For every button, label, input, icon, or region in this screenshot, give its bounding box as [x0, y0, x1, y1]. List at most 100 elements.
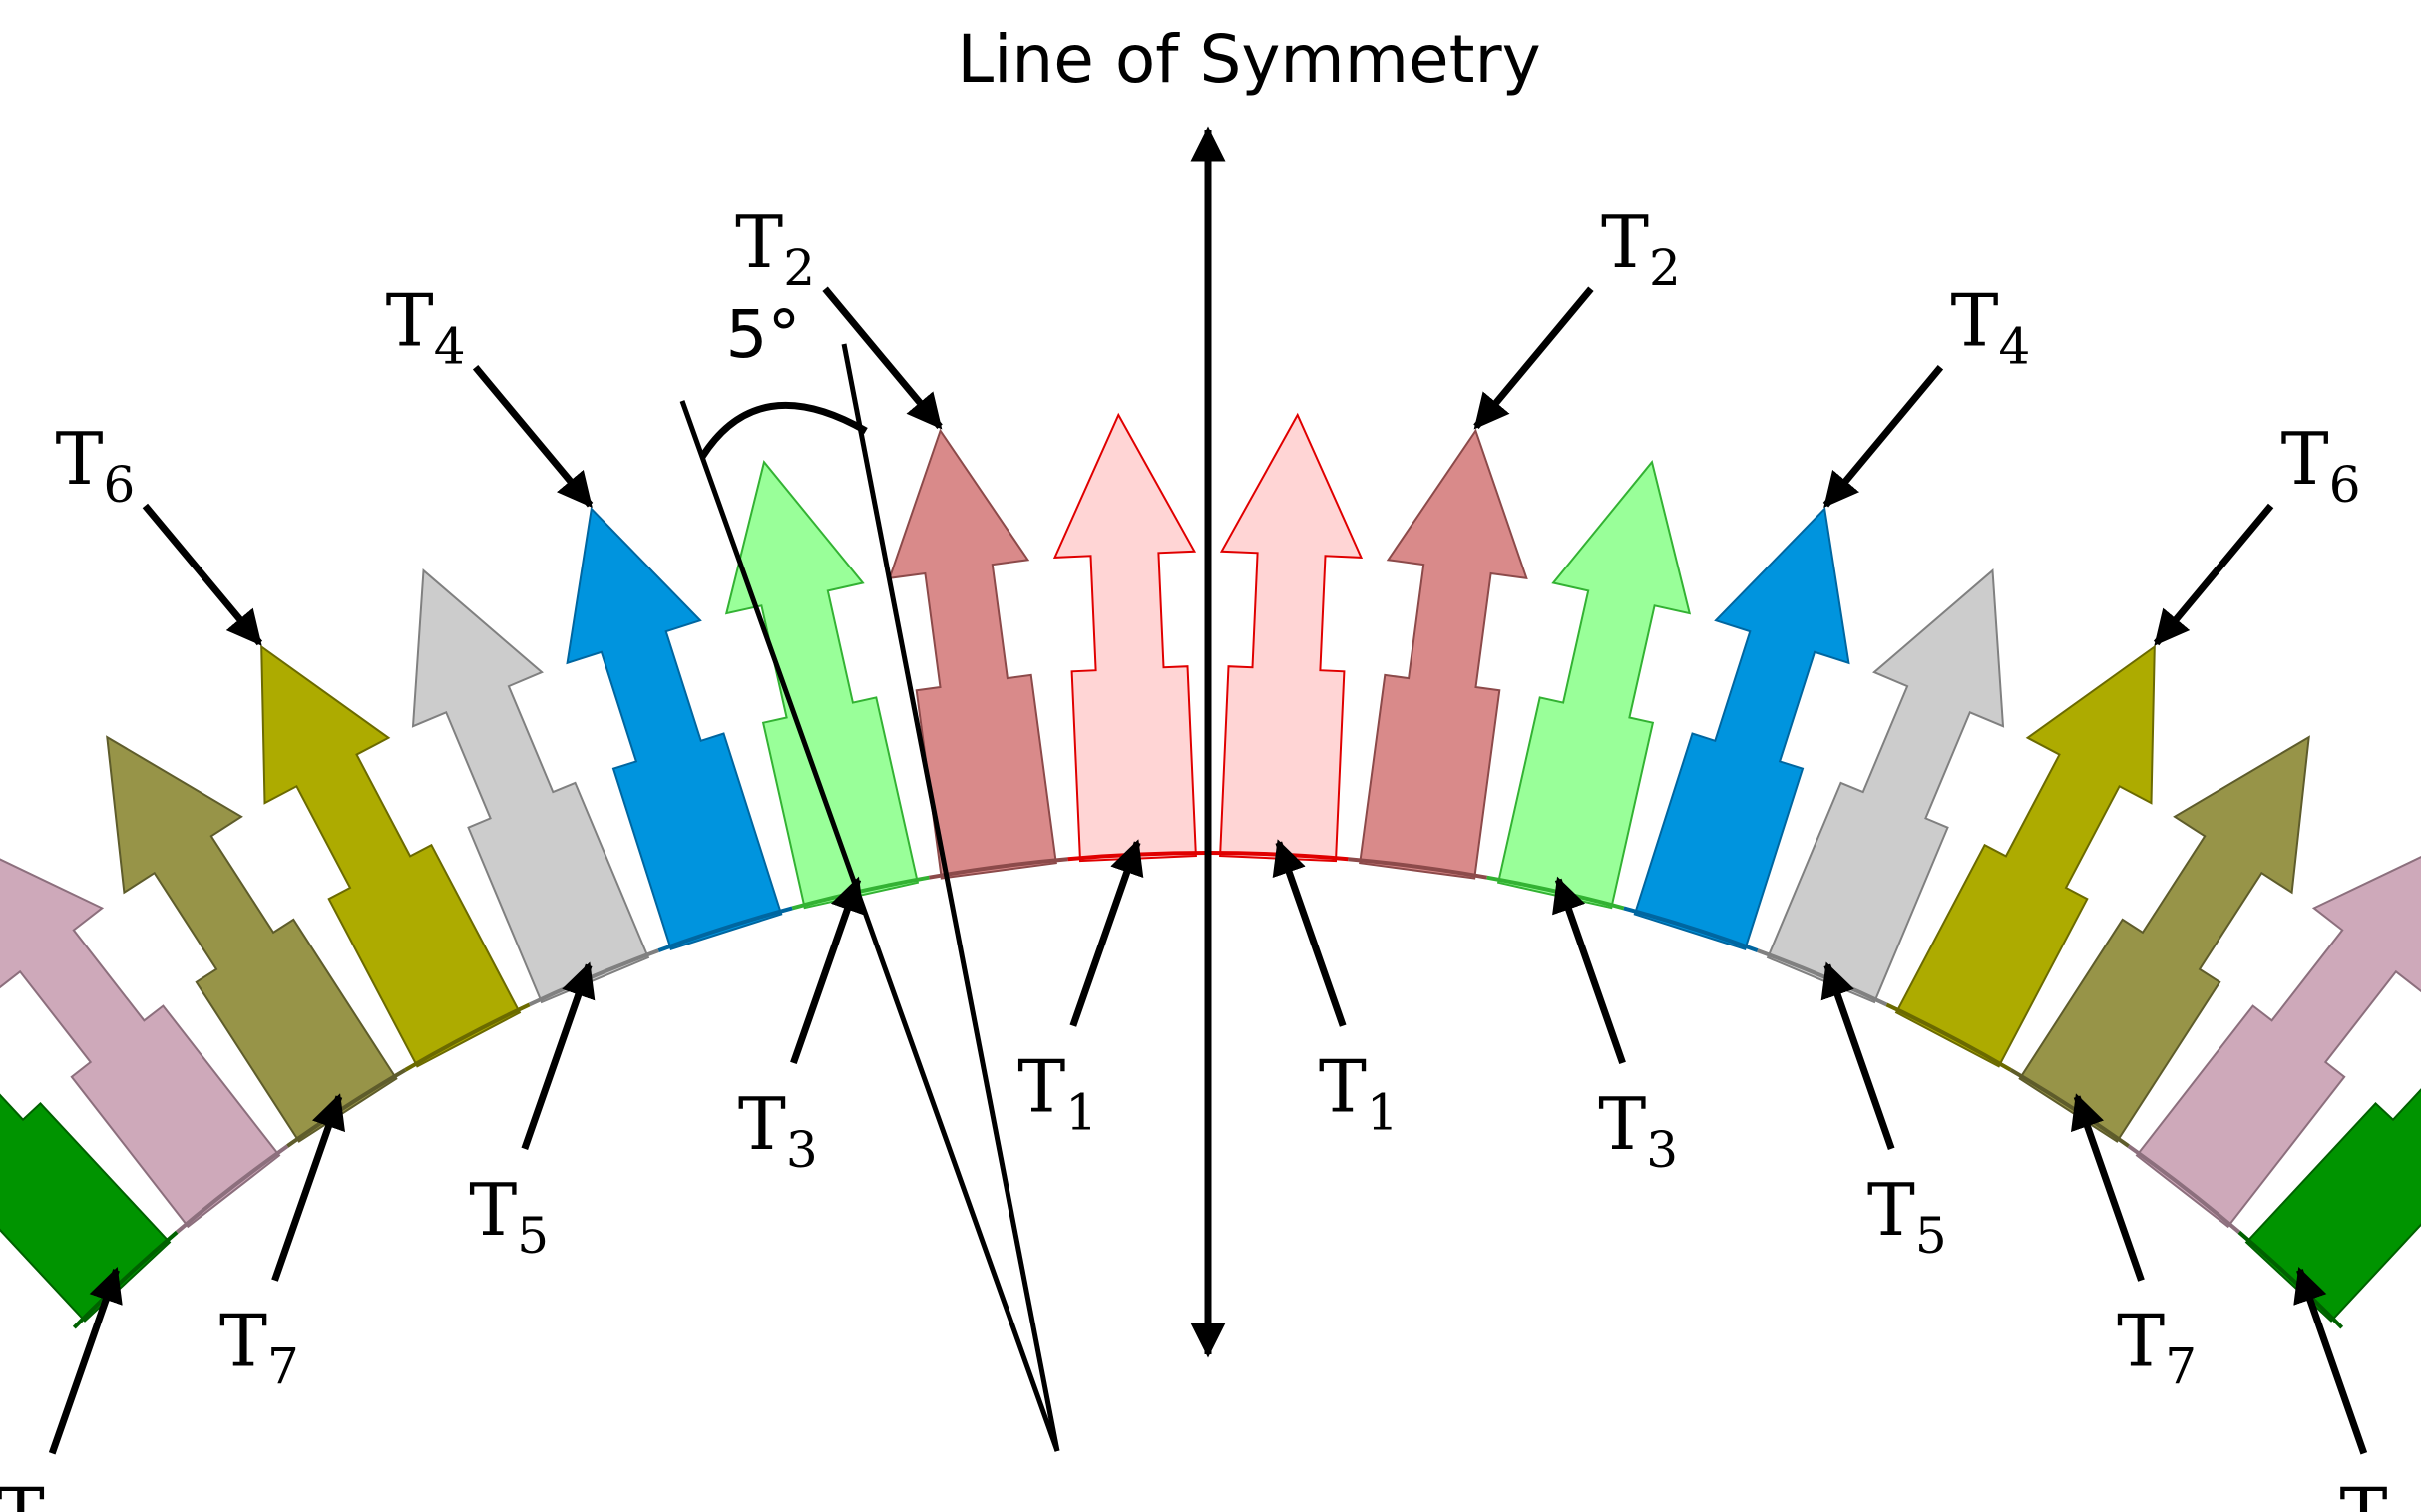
label-arrow-t6-right — [2153, 503, 2274, 646]
label-letter: T — [735, 200, 783, 284]
tooth-1-right — [1219, 412, 1364, 863]
label-t3-right: T3 — [1598, 1082, 1678, 1179]
tooth-4-left — [566, 506, 783, 950]
label-t5-right: T5 — [1867, 1168, 1947, 1265]
label-arrow-t3-left — [790, 876, 864, 1065]
base-arc-7-right — [2009, 1068, 2130, 1148]
label-subscript: 3 — [1646, 1121, 1678, 1179]
label-letter: T — [1601, 200, 1649, 284]
tooth-8-right — [2135, 856, 2421, 1229]
label-letter: T — [1319, 1045, 1367, 1129]
angle-line-right — [841, 343, 1060, 1452]
tooth-6-left — [260, 644, 522, 1068]
label-subscript: 1 — [1367, 1084, 1399, 1142]
label-arrow-t5-right — [1820, 961, 1895, 1150]
angle-label: 5° — [726, 296, 801, 373]
label-arrow-t5-left — [521, 961, 596, 1150]
base-arc-4-left — [657, 906, 793, 952]
label-letter: T — [0, 1472, 45, 1512]
label-t2-right: T2 — [1601, 200, 1681, 297]
tooth-5-left — [411, 568, 650, 1004]
label-arrow-t4-right — [1822, 365, 1944, 508]
tooth-9-right — [2244, 1088, 2421, 1323]
label-arrow-t3-right — [1552, 876, 1626, 1065]
label-t9-right: T9 — [2339, 1472, 2419, 1512]
base-arc-8-left — [175, 1144, 289, 1234]
label-subscript: 3 — [786, 1121, 818, 1179]
tooth-5-right — [1766, 568, 2005, 1004]
base-arc-7-left — [286, 1068, 407, 1148]
label-t3-left: T3 — [738, 1082, 818, 1179]
label-t1-left: T1 — [1017, 1045, 1097, 1142]
tooth-2-right — [1359, 428, 1528, 880]
tooth-3-left — [724, 460, 920, 910]
label-arrow-t6-left — [142, 503, 263, 646]
label-letter: T — [55, 417, 103, 501]
tooth-6-right — [1894, 644, 2156, 1068]
angle-line-left — [679, 400, 1060, 1452]
label-letter: T — [1598, 1082, 1646, 1166]
label-arrow-t1-left — [1069, 839, 1144, 1027]
base-arc-2-left — [928, 857, 1068, 880]
base-arc-4-right — [1623, 906, 1759, 952]
label-arrow-t4-left — [472, 365, 594, 508]
label-letter: T — [738, 1082, 786, 1166]
label-letter: T — [469, 1168, 517, 1252]
base-arc-9-right — [2237, 1230, 2344, 1329]
symmetry-title: Line of Symmetry — [957, 21, 1540, 98]
label-t7-left: T7 — [219, 1300, 299, 1396]
angle-arc — [699, 401, 868, 459]
label-letter: T — [1867, 1168, 1915, 1252]
label-letter: T — [2117, 1300, 2165, 1383]
label-arrow-t9-left — [48, 1266, 123, 1455]
tooth-1-left — [1052, 412, 1197, 863]
label-subscript: 6 — [2329, 456, 2361, 514]
label-arrow-t9-right — [2293, 1266, 2368, 1455]
label-arrow-t7-right — [2070, 1093, 2145, 1282]
label-t6-left: T6 — [55, 417, 135, 514]
label-subscript: 4 — [434, 317, 466, 375]
label-letter: T — [1017, 1045, 1065, 1129]
label-arrow-t1-right — [1272, 839, 1347, 1027]
label-arrow-t2-left — [822, 286, 943, 430]
label-arrow-t2-right — [1473, 286, 1594, 430]
label-subscript: 7 — [2165, 1338, 2197, 1396]
label-t9-left: T9 — [0, 1472, 77, 1512]
tooth-7-right — [2018, 735, 2310, 1143]
tooth-4-right — [1633, 506, 1850, 950]
tooth-3-right — [1496, 460, 1692, 910]
labels-group: T1T1T2T2T3T3T4T4T5T5T6T6T7T7T8T8T9T9 — [0, 200, 2419, 1512]
label-letter: T — [2281, 417, 2329, 501]
label-letter: T — [386, 278, 434, 362]
label-t2-left: T2 — [735, 200, 815, 297]
label-letter: T — [219, 1300, 267, 1383]
label-t5-left: T5 — [469, 1168, 549, 1265]
tooth-9-left — [0, 1093, 172, 1323]
base-arc-8-right — [2127, 1144, 2241, 1234]
label-subscript: 7 — [267, 1338, 299, 1396]
base-arc-9-left — [72, 1230, 179, 1329]
label-letter: T — [2339, 1472, 2387, 1512]
label-subscript: 1 — [1065, 1084, 1097, 1142]
label-t4-right: T4 — [1950, 278, 2030, 375]
label-letter: T — [1950, 278, 1998, 362]
base-arc-2-right — [1348, 857, 1488, 880]
label-arrow-t7-left — [271, 1093, 346, 1282]
tooth-2-left — [888, 428, 1057, 880]
label-subscript: 2 — [1649, 239, 1681, 297]
label-subscript: 5 — [1915, 1207, 1947, 1265]
label-subscript: 4 — [1999, 317, 2031, 375]
label-t6-right: T6 — [2281, 417, 2361, 514]
label-subscript: 5 — [517, 1207, 549, 1265]
angle-construction: 5° — [679, 296, 1060, 1452]
base-arc-6-left — [404, 1002, 531, 1072]
label-subscript: 6 — [104, 456, 136, 514]
base-arc-6-right — [1885, 1002, 2012, 1072]
label-t4-left: T4 — [386, 278, 466, 375]
tooth-7-left — [106, 735, 398, 1143]
label-t7-right: T7 — [2117, 1300, 2197, 1396]
label-subscript: 2 — [783, 239, 815, 297]
label-t1-right: T1 — [1319, 1045, 1399, 1142]
teeth-group — [0, 412, 2421, 1323]
